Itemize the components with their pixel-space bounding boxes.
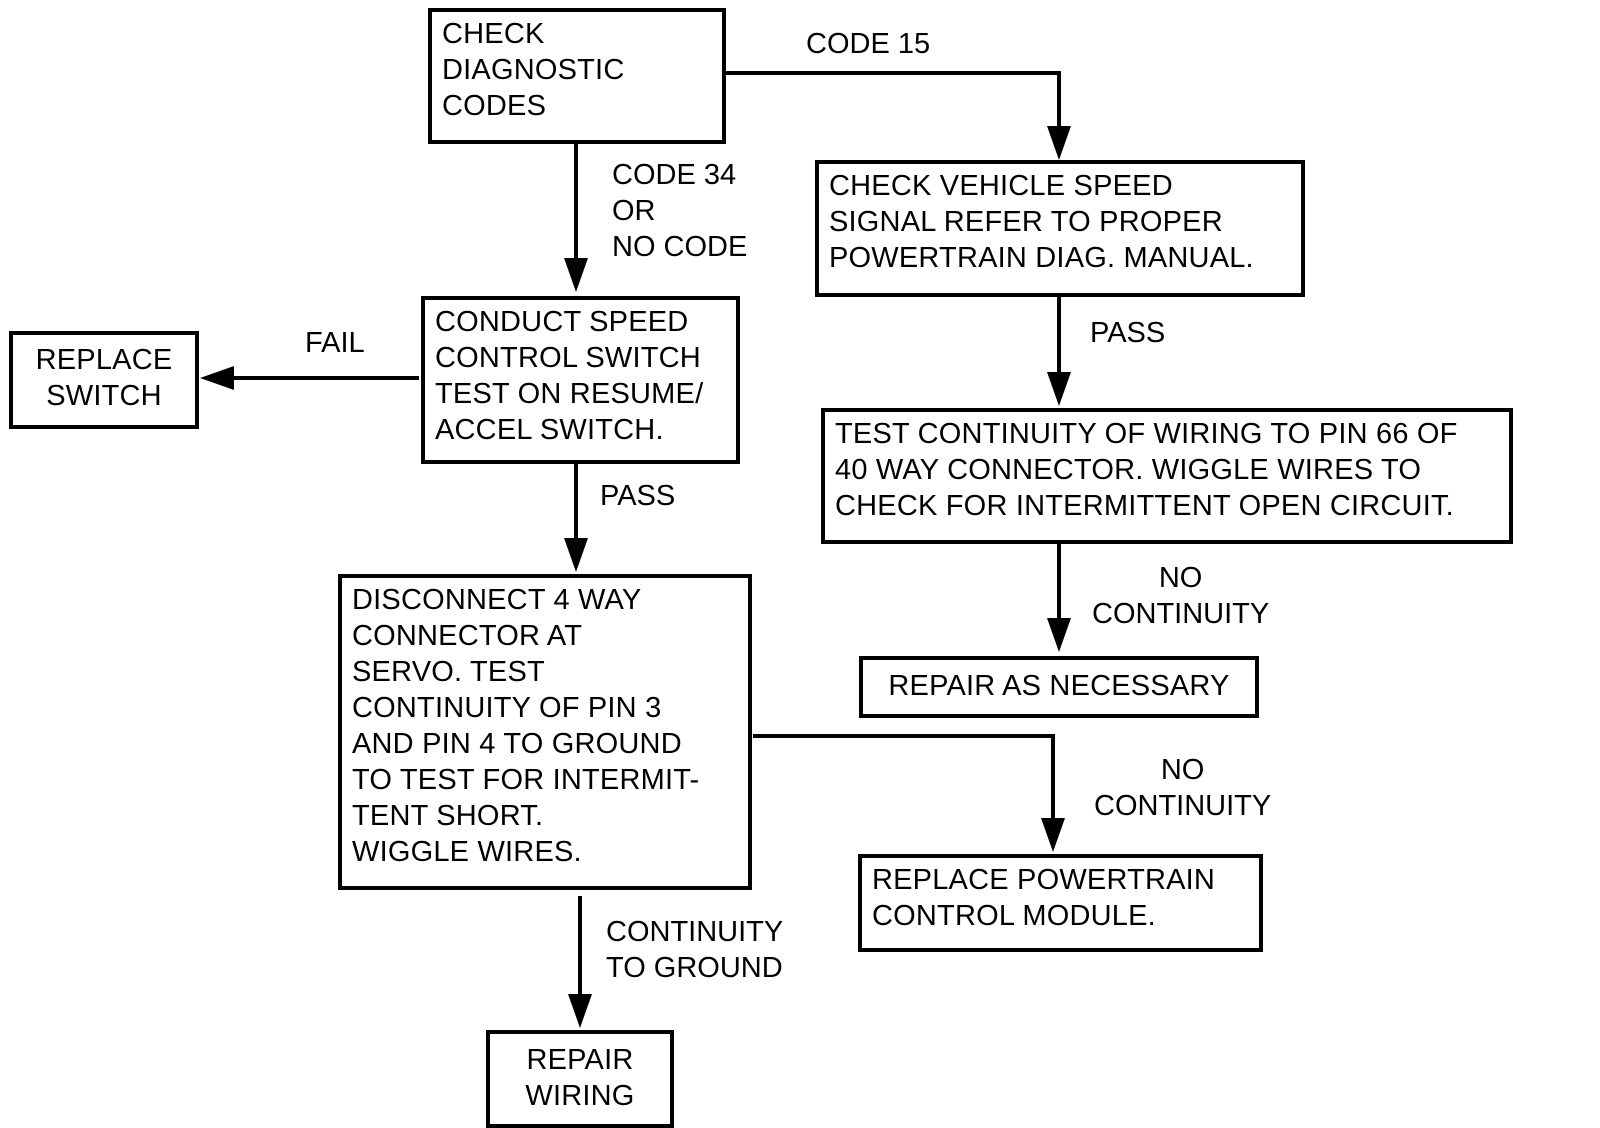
edge-continuity-to-ground [568, 896, 592, 1028]
conduct-speed-control-test-box: CONDUCT SPEED CONTROL SWITCH TEST ON RES… [421, 296, 740, 464]
edge-fail [200, 366, 419, 390]
edge-no-continuity-lower [753, 734, 1065, 852]
label-no-continuity-lower: NO CONTINUITY [1094, 754, 1272, 822]
replace-switch-box: REPLACE SWITCH [9, 331, 199, 429]
repair-as-necessary-box: REPAIR AS NECESSARY [859, 656, 1259, 718]
label-code-34-or-no-code: CODE 34 OR NO CODE [612, 159, 748, 263]
edge-no-continuity-upper [1047, 542, 1071, 652]
label-fail: FAIL [305, 327, 365, 359]
test-continuity-pin66-box: TEST CONTINUITY OF WIRING TO PIN 66 OF 4… [821, 408, 1513, 544]
check-diagnostic-codes-box: CHECK DIAGNOSTIC CODES [428, 8, 726, 144]
edge-code15 [724, 71, 1071, 160]
label-pass-right: PASS [1090, 317, 1166, 349]
disconnect-4-way-connector-box: DISCONNECT 4 WAY CONNECTOR AT SERVO. TES… [338, 574, 752, 890]
label-pass-left: PASS [600, 480, 676, 512]
label-continuity-to-ground: CONTINUITY TO GROUND [606, 916, 784, 984]
check-vehicle-speed-box: CHECK VEHICLE SPEED SIGNAL REFER TO PROP… [815, 160, 1305, 297]
label-no-continuity-upper: NO CONTINUITY [1092, 562, 1270, 630]
edge-pass-right [1047, 296, 1071, 406]
replace-powertrain-control-module-box: REPLACE POWERTRAIN CONTROL MODULE. [858, 854, 1263, 952]
repair-wiring-box: REPAIR WIRING [486, 1030, 674, 1128]
edge-pass-left [564, 463, 588, 572]
edge-code34 [564, 143, 588, 292]
label-code-15: CODE 15 [806, 28, 931, 60]
